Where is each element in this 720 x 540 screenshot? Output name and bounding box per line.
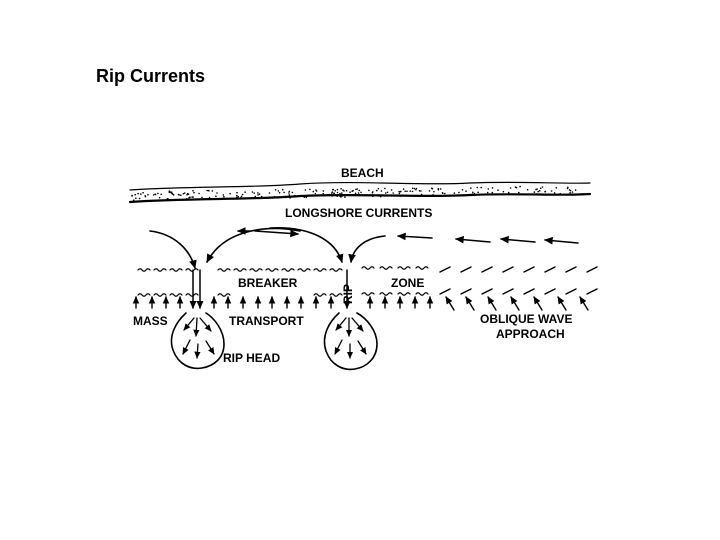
breaker-wave-lines <box>137 266 598 297</box>
rip-head-right <box>323 312 378 371</box>
label-rip: RIP <box>341 284 355 304</box>
rip-channel-left <box>189 269 204 309</box>
label-approach: APPROACH <box>496 327 565 341</box>
label-oblique-wave: OBLIQUE WAVE <box>480 312 572 326</box>
label-breaker: BREAKER <box>238 276 298 290</box>
label-beach: BEACH <box>341 166 384 180</box>
rip-head-left <box>170 312 225 370</box>
oblique-wave-arrows <box>445 296 589 311</box>
longshore-current-arrows <box>149 227 579 269</box>
beach-shoreline <box>128 181 592 204</box>
label-longshore-currents: LONGSHORE CURRENTS <box>285 206 432 220</box>
mass-transport-arrows <box>132 296 434 309</box>
slide-title: Rip Currents <box>96 66 206 86</box>
label-rip-head: RIP HEAD <box>223 351 280 365</box>
label-transport: TRANSPORT <box>229 314 304 328</box>
label-zone: ZONE <box>391 276 424 290</box>
label-mass: MASS <box>133 314 168 328</box>
